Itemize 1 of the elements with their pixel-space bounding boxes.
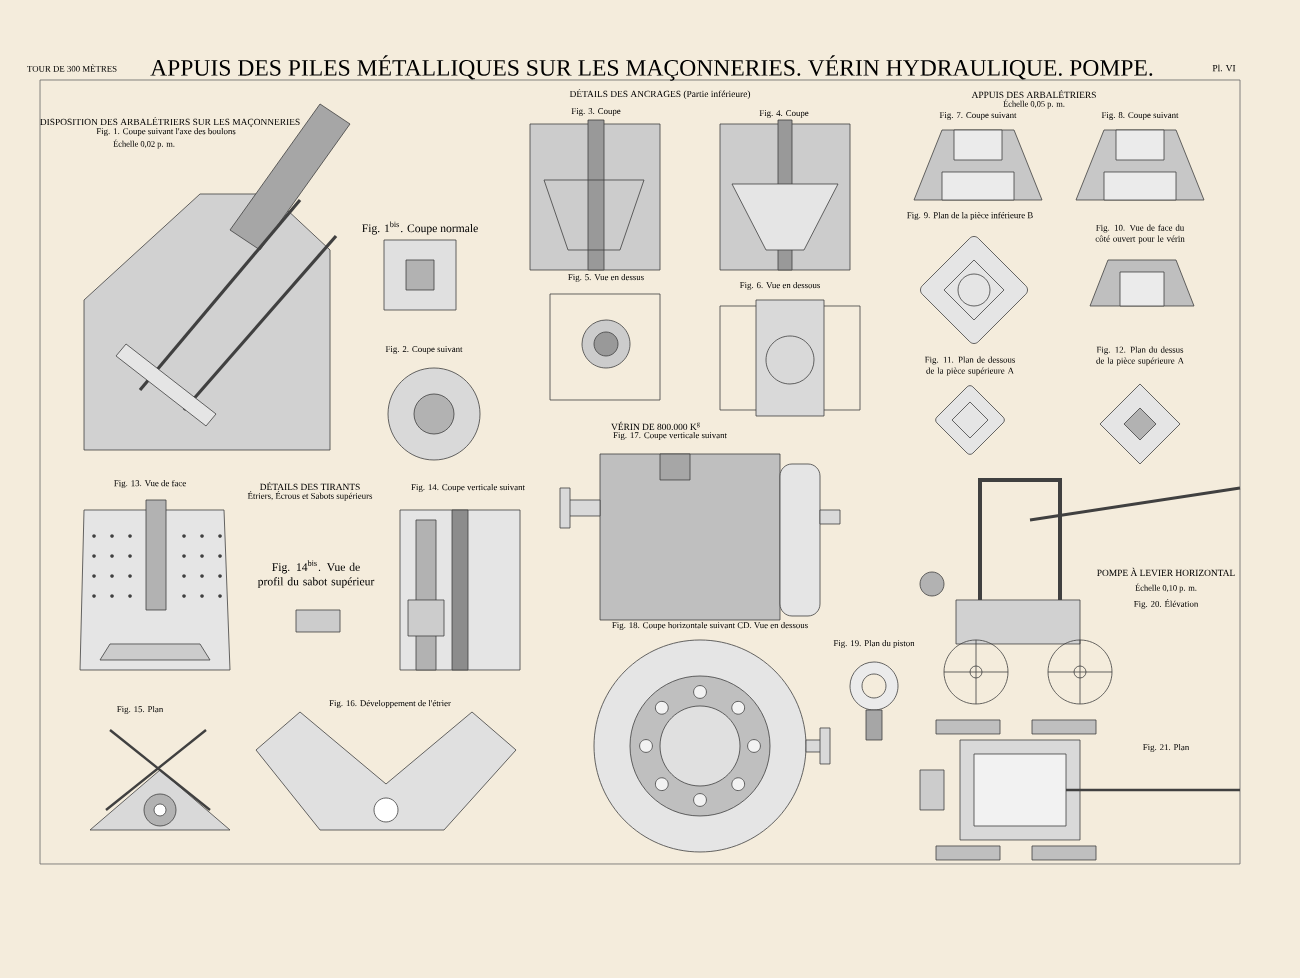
plate-title: APPUIS DES PILES MÉTALLIQUES SUR LES MAÇONNERIES. VÉRIN HYDRAULIQUE. POMPE.	[150, 55, 1153, 81]
